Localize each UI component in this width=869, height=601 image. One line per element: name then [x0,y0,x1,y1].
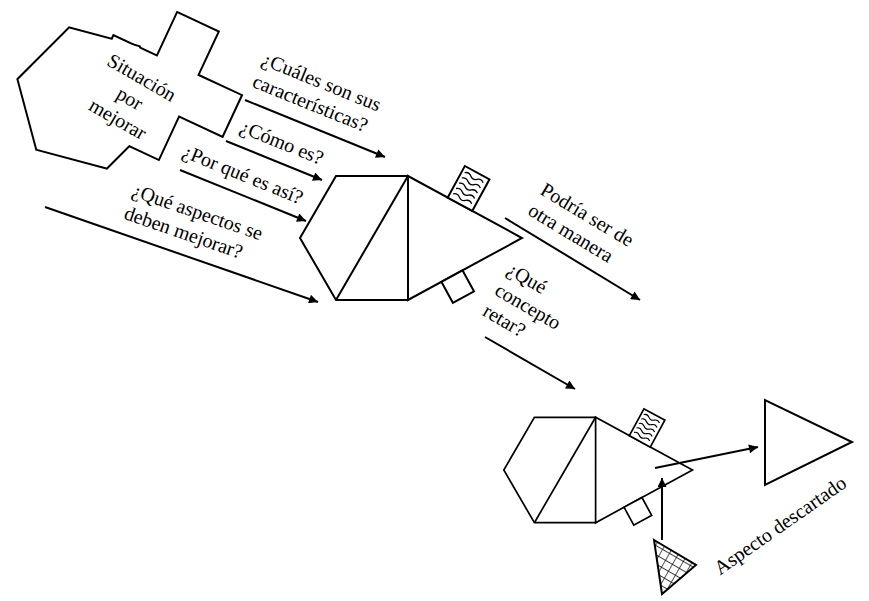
question-label: Aspecto descartado [709,470,851,579]
question-label: ¿Cómo es? [236,114,327,169]
question-label-group: ¿Qué concepto retar? [479,257,591,363]
question-label-group: Podría ser de otra manera [524,177,656,283]
arrow [485,337,575,389]
concept-figure [300,166,522,303]
question-label-group: ¿Cómo es? [236,114,327,169]
question-label-group: Aspecto descartado [709,470,851,579]
arrow [661,478,663,540]
question-label: Podría ser de otra manera [524,177,656,283]
question-label: ¿Qué concepto retar? [479,257,591,363]
hatched-triangle [654,540,696,594]
arrows [45,100,758,540]
arrow [655,447,758,468]
